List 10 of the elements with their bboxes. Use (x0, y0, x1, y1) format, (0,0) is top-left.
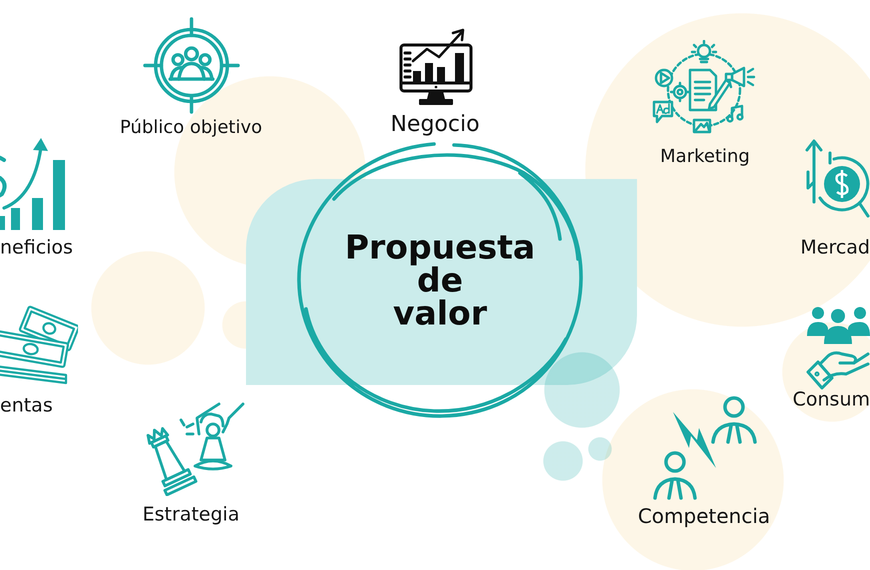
topic-label: Mercad (800, 236, 870, 260)
topic-label: neficios (0, 236, 73, 260)
concept-title: Propuesta de valor (344, 230, 536, 330)
topic-label: Competencia (638, 504, 770, 528)
topic-label: Público objetivo (120, 117, 262, 139)
topic-label: Estrategia (142, 504, 240, 526)
topic-label: Marketing (660, 146, 750, 168)
topic-label: entas (0, 394, 53, 418)
topic-label: Consum (792, 388, 870, 412)
topic-label: Negocio (390, 112, 480, 138)
